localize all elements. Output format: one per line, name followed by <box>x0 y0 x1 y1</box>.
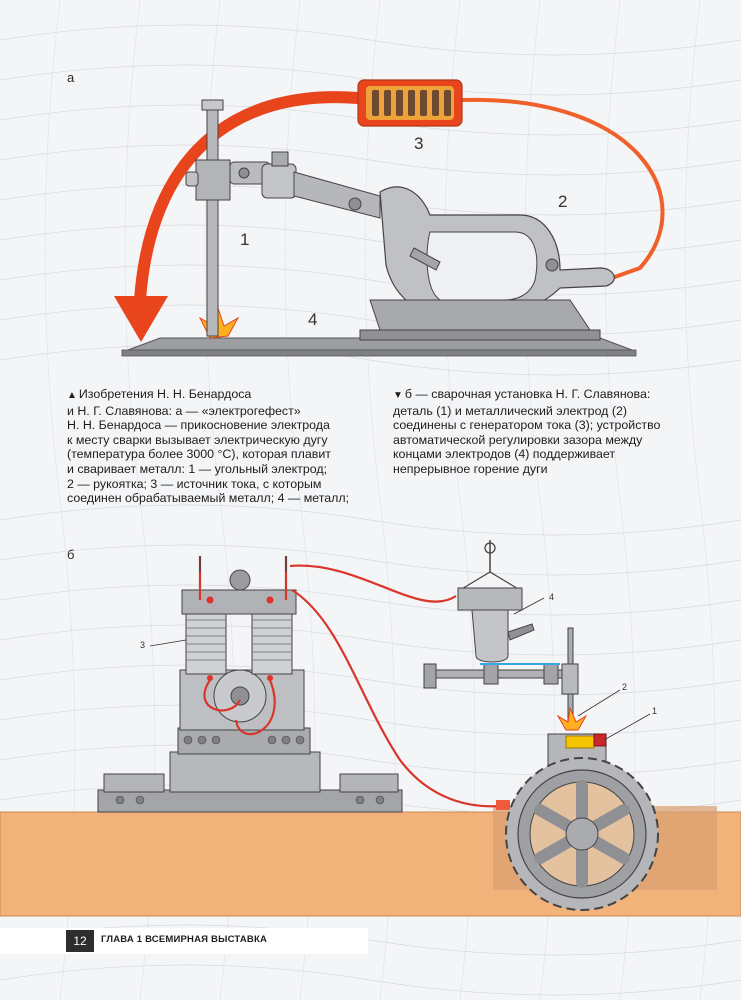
figure-a-label-3: 3 <box>414 134 424 153</box>
coil-left <box>185 611 227 675</box>
coil-right <box>251 611 293 675</box>
triangle-up-icon: ▲ <box>67 390 77 401</box>
regulator-head <box>457 587 523 611</box>
caption-left: ▲Изобретения Н. Н. Бенардоса и Н. Г. Сла… <box>67 387 349 506</box>
caption-right: ▼б — сварочная установка Н. Г. Славянова… <box>393 387 660 477</box>
caption-right-line: деталь (1) и металлический электрод (2) <box>393 403 627 418</box>
caption-right-line: б — сварочная установка Н. Г. Славянова: <box>404 387 651 401</box>
figure-a-label-2: 2 <box>558 192 568 211</box>
caption-right-line: соединены с генератором тока (3); устрой… <box>393 418 661 433</box>
figure-b-label-1: 1 <box>652 706 658 716</box>
triangle-down-icon: ▼ <box>393 390 403 401</box>
figure-b-label-3: 3 <box>140 640 146 650</box>
figure-b-label-2: 2 <box>622 682 628 692</box>
page-footer: 12 ГЛАВА 1 ВСЕМИРНАЯ ВЫСТАВКА <box>0 928 368 954</box>
caption-left-line: и сваривает металл: 1 — угольный электро… <box>67 461 328 476</box>
figure-a-label-4: 4 <box>308 310 318 329</box>
figure-b-label-4: 4 <box>549 592 555 602</box>
caption-left-line: Изобретения Н. Н. Бенардоса <box>78 387 252 401</box>
caption-left-line: соединен обрабатываемый металл; 4 — мета… <box>67 491 350 506</box>
caption-right-line: непрерывное горение дуги <box>393 461 548 476</box>
figure-b-letter: б <box>67 547 75 562</box>
figure-a-label-1: 1 <box>240 230 250 249</box>
caption-left-line: (температура более 3000 °С), которая пла… <box>67 447 331 462</box>
figure-a-illustration <box>114 79 665 357</box>
page-number: 12 <box>66 930 94 952</box>
curved-arrow <box>134 91 359 301</box>
figure-b-illustration <box>0 540 741 917</box>
caption-left-line: Н. Н. Бенардоса — прикосновение электрод… <box>67 418 330 433</box>
figure-a-letter: а <box>67 70 75 85</box>
caption-left-line: к месту сварки вызывает электрическую ду… <box>67 432 328 447</box>
caption-right-line: концами электродов (4) поддерживает <box>393 447 616 462</box>
caption-left-line: и Н. Г. Славянова: а — «электрогефест» <box>67 403 301 418</box>
caption-left-line: 2 — рукоятка; 3 — источник тока, с котор… <box>67 476 322 491</box>
chapter-title: ГЛАВА 1 ВСЕМИРНАЯ ВЫСТАВКА <box>101 934 268 945</box>
cable-a <box>461 97 665 280</box>
caption-right-line: автоматической регулировки зазора между <box>393 432 643 447</box>
